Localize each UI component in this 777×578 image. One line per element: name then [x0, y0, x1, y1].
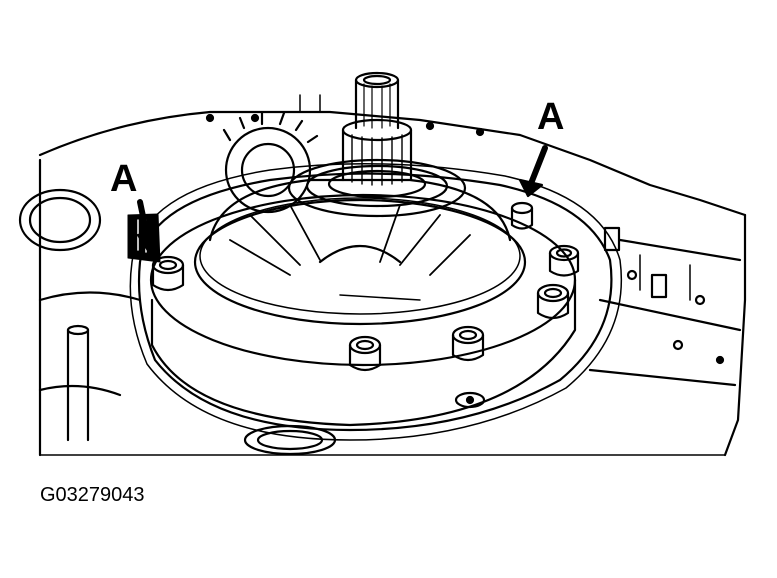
callout-arrow-left: [136, 199, 160, 254]
figure-id: G03279043: [40, 484, 145, 506]
alignment-bolt-right: [510, 201, 534, 230]
callout-label-a-left: A: [110, 158, 138, 200]
bolt: [348, 335, 382, 372]
oil-pump-body: [149, 178, 577, 427]
pump-gasket: [129, 163, 623, 441]
bolt: [451, 325, 485, 362]
callout-label-a-right: A: [537, 96, 565, 138]
pump-bolts: [151, 244, 580, 372]
callout-arrow-right: [518, 145, 548, 198]
bolt: [151, 255, 185, 292]
gear: [222, 111, 319, 214]
input-shaft: [287, 71, 467, 218]
bolt: [548, 244, 580, 277]
transmission-case: [18, 94, 747, 457]
bolt: [536, 283, 570, 320]
